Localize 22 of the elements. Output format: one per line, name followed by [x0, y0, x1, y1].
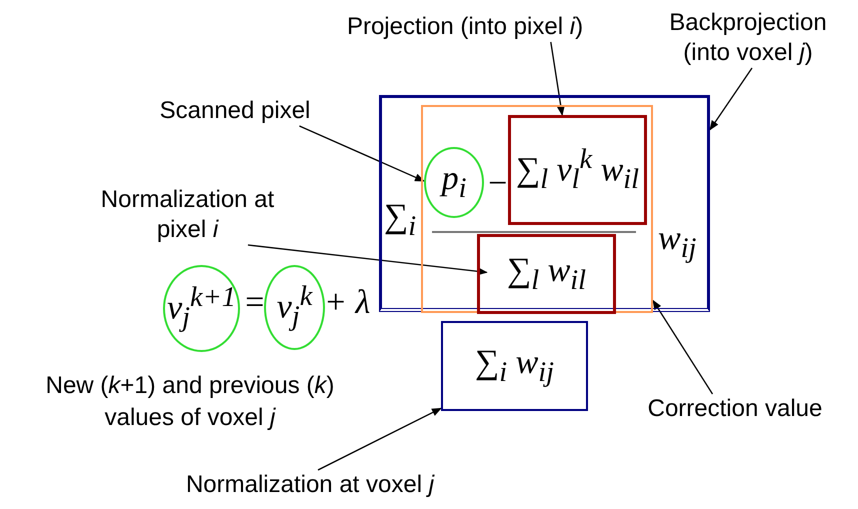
callout-text: New (k+1) and previous (k) values of voxel j [44, 371, 336, 433]
leader-line [299, 125, 425, 182]
sum-symbol: ∑$_{i}$ [384, 198, 416, 243]
callout-text: Scanned pixel [120, 96, 350, 126]
weight-term: w$_{ij}$ [658, 220, 696, 265]
equation-box: ∑$_{l}$ v$_{l}$$^{k}$ w$_{il}$ [508, 115, 647, 225]
callout-text: Backprojection (into voxel j) [648, 8, 848, 68]
leader-line [550, 42, 565, 116]
leader-line [318, 408, 442, 471]
callout-text: Projection (into pixel i) [300, 12, 630, 42]
equals-sign: = [243, 284, 267, 322]
callout-text: Correction value [610, 394, 858, 424]
highlight-ellipse: p$_{i}$ [424, 147, 484, 218]
leader-line [652, 300, 714, 394]
minus-sign: − [486, 165, 509, 203]
callout-text: Normalization at pixel i [90, 185, 285, 245]
plus-lambda: + λ [324, 284, 372, 322]
leader-line [709, 68, 753, 131]
equation-box: ∑$_{l}$ w$_{il}$ [477, 234, 616, 314]
callout-text: Normalization at voxel j [110, 470, 510, 500]
leader-line [248, 244, 488, 276]
equation-box: ∑$_{i}$ w$_{ij}$ [441, 321, 588, 411]
